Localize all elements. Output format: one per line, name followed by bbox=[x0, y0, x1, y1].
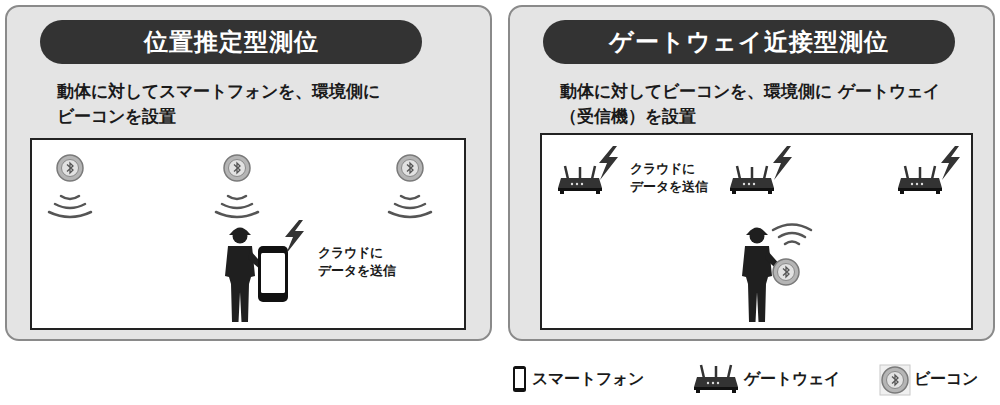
method-description: 動体に対してスマートフォンを、環境側に ビーコンを設置 bbox=[57, 79, 447, 128]
gateway-icon bbox=[898, 166, 942, 194]
method-title: ゲートウェイ近接型測位 bbox=[609, 26, 889, 58]
beacon-icon bbox=[397, 155, 423, 181]
legend-gateway-icon bbox=[694, 365, 738, 393]
signal-waves bbox=[216, 196, 258, 217]
signal-waves bbox=[49, 196, 91, 217]
flow-note: クラウドに データを送信 bbox=[318, 244, 428, 279]
smartphone-icon bbox=[258, 246, 288, 302]
signal-waves bbox=[773, 225, 811, 245]
method-description: 動体に対してビーコンを、環境側に ゲートウェイ（受信機）を設置 bbox=[560, 79, 950, 128]
beacon-icon bbox=[773, 259, 799, 285]
gateway-icon bbox=[730, 166, 774, 194]
lightning-icon bbox=[773, 146, 792, 180]
legend-smartphone-icon bbox=[513, 366, 526, 392]
flow-note: クラウドに データを送信 bbox=[630, 160, 740, 195]
beacon-icon bbox=[224, 155, 250, 181]
legend-label: ビーコン bbox=[914, 369, 978, 390]
legend-label: スマートフォン bbox=[532, 369, 644, 390]
title-pill: ゲートウェイ近接型測位 bbox=[543, 20, 955, 64]
method-title: 位置推定型測位 bbox=[144, 26, 319, 58]
lightning-icon bbox=[285, 220, 304, 254]
lightning-icon bbox=[941, 146, 960, 180]
gateway-icon bbox=[558, 166, 602, 194]
beacon-icon bbox=[57, 155, 83, 181]
signal-waves bbox=[389, 196, 431, 217]
title-pill: 位置推定型測位 bbox=[40, 20, 422, 64]
legend-beacon-icon bbox=[880, 365, 910, 395]
lightning-icon bbox=[599, 146, 618, 180]
legend-label: ゲートウェイ bbox=[744, 369, 840, 390]
